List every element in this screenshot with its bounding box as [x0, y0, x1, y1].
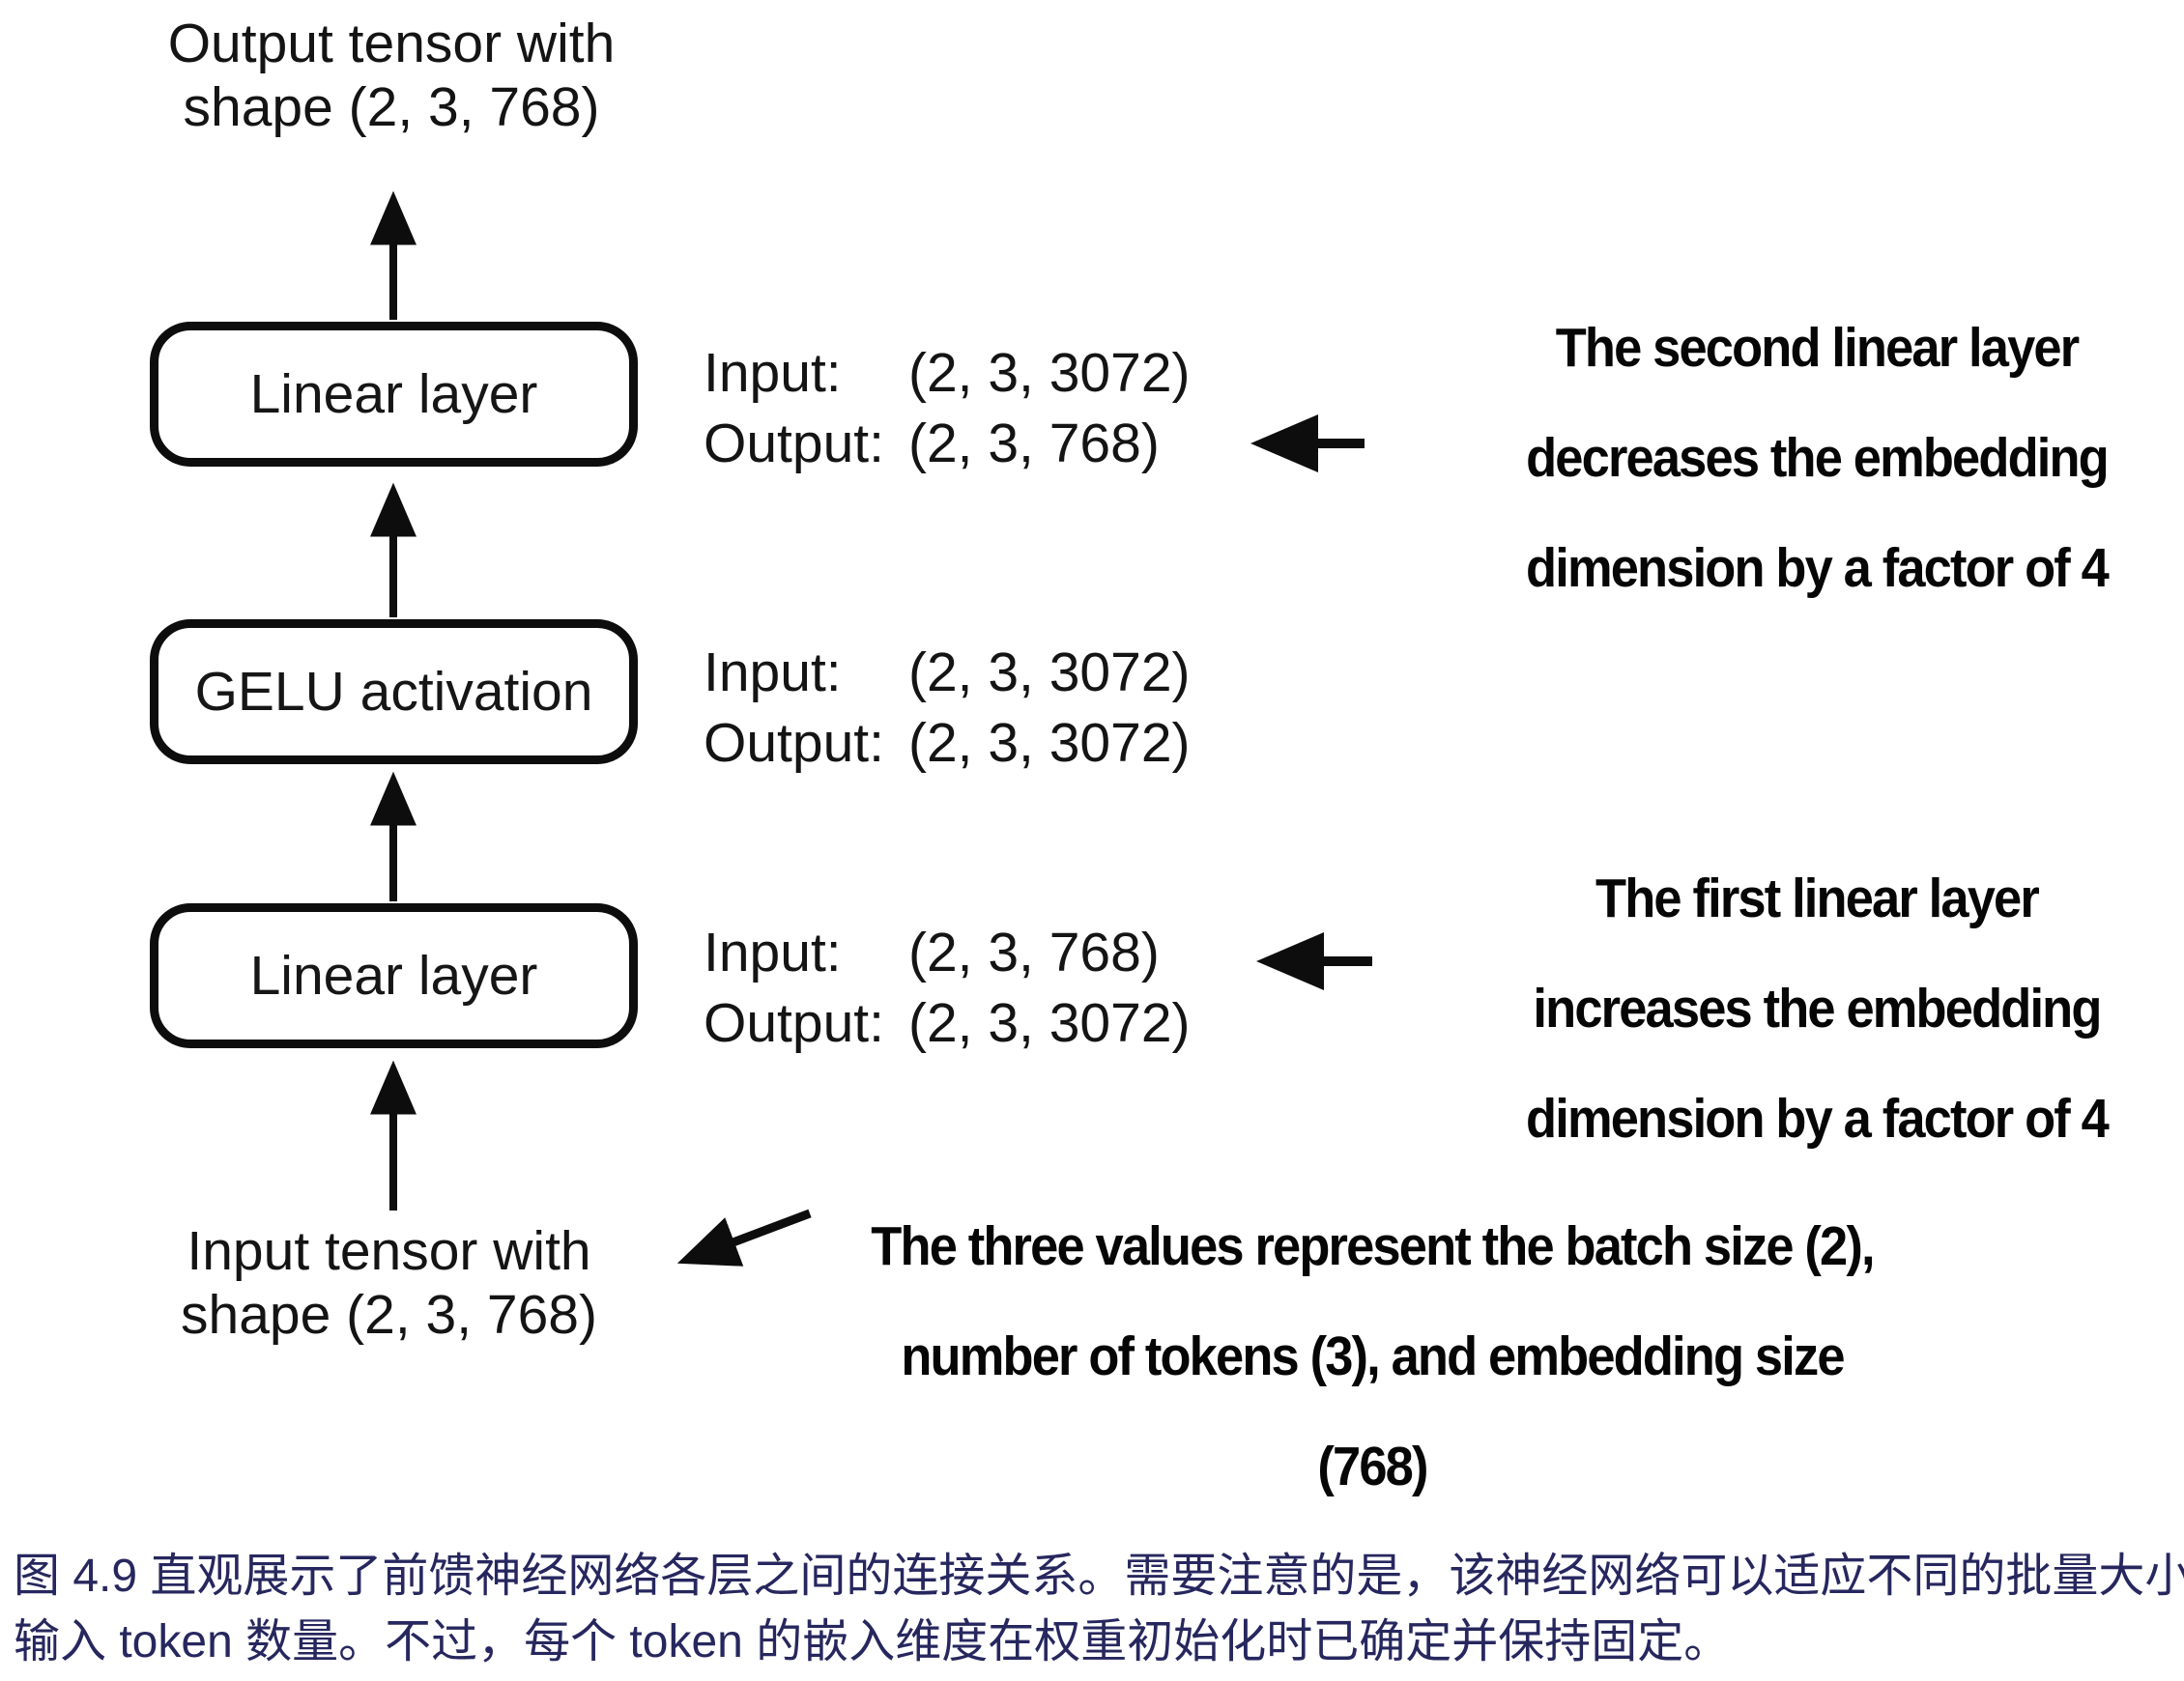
input-tensor-label-line2: shape (2, 3, 768)	[181, 1284, 597, 1346]
annotation-three-values-line2: number of tokens (3), and embedding size	[901, 1325, 1845, 1387]
io-row-input: Input: (2, 3, 768)	[704, 918, 1191, 988]
annotation-first-linear-line3: dimension by a factor of 4	[1526, 1088, 2110, 1150]
annotation-second-linear-line3: dimension by a factor of 4	[1526, 537, 2110, 599]
annotation-first-linear-line1: The first linear layer	[1595, 868, 2040, 929]
annotation-second-linear-line1: The second linear layer	[1555, 317, 2080, 379]
output-tensor-label: Output tensor with shape (2, 3, 768)	[116, 12, 667, 139]
io-output-value: (2, 3, 768)	[908, 413, 1160, 474]
io-output-label: Output:	[704, 992, 884, 1054]
annotation-first-linear-line2: increases the embedding	[1533, 978, 2102, 1040]
input-tensor-label: Input tensor with shape (2, 3, 768)	[159, 1219, 618, 1347]
io-row-input: Input: (2, 3, 3072)	[704, 638, 1191, 708]
io-shapes-second-linear: Input: (2, 3, 3072) Output: (2, 3, 768)	[704, 338, 1191, 479]
diagonal-arrow-input-tensor-icon	[676, 1209, 812, 1267]
io-input-label: Input:	[704, 922, 842, 983]
io-row-output: Output: (2, 3, 3072)	[704, 988, 1191, 1059]
io-input-value: (2, 3, 3072)	[908, 641, 1191, 703]
io-shapes-first-linear: Input: (2, 3, 768) Output: (2, 3, 3072)	[704, 918, 1191, 1059]
figure-caption-line2: 输入 token 数量。不过，每个 token 的嵌入维度在权重初始化时已确定并…	[14, 1616, 1731, 1667]
io-row-output: Output: (2, 3, 768)	[704, 409, 1191, 479]
output-tensor-label-line1: Output tensor with	[167, 13, 616, 74]
node-linear-layer-second: Linear layer	[150, 322, 638, 467]
io-output-value: (2, 3, 3072)	[908, 712, 1191, 774]
node-gelu-activation: GELU activation	[150, 619, 638, 764]
output-tensor-label-line2: shape (2, 3, 768)	[183, 76, 600, 138]
node-linear-layer-first: Linear layer	[150, 903, 638, 1048]
io-output-value: (2, 3, 3072)	[908, 992, 1191, 1054]
figure-caption-line1: 图 4.9 直观展示了前馈神经网络各层之间的连接关系。需要注意的是，该神经网络可…	[14, 1551, 2184, 1602]
io-row-input: Input: (2, 3, 3072)	[704, 338, 1191, 409]
node-gelu-activation-label: GELU activation	[194, 661, 593, 723]
io-output-label: Output:	[704, 712, 884, 774]
io-input-label: Input:	[704, 641, 842, 703]
io-input-value: (2, 3, 768)	[908, 922, 1160, 983]
figure-caption: 图 4.9 直观展示了前馈神经网络各层之间的连接关系。需要注意的是，该神经网络可…	[14, 1544, 2184, 1675]
annotation-second-linear-line2: decreases the embedding	[1526, 427, 2110, 489]
io-input-label: Input:	[704, 342, 842, 404]
annotation-three-values-line3: (768)	[1317, 1436, 1428, 1497]
io-shapes-gelu: Input: (2, 3, 3072) Output: (2, 3, 3072)	[704, 638, 1191, 779]
node-linear-layer-second-label: Linear layer	[249, 363, 538, 425]
input-tensor-label-line1: Input tensor with	[187, 1220, 591, 1282]
io-row-output: Output: (2, 3, 3072)	[704, 708, 1191, 779]
annotation-first-linear: The first linear layer increases the emb…	[1506, 843, 2128, 1174]
annotation-three-values-line1: The three values represent the batch siz…	[871, 1215, 1875, 1277]
annotation-three-values: The three values represent the batch siz…	[830, 1191, 1914, 1522]
io-input-value: (2, 3, 3072)	[908, 342, 1191, 404]
annotation-second-linear: The second linear layer decreases the em…	[1506, 293, 2128, 623]
io-output-label: Output:	[704, 413, 884, 474]
node-linear-layer-first-label: Linear layer	[249, 945, 538, 1007]
